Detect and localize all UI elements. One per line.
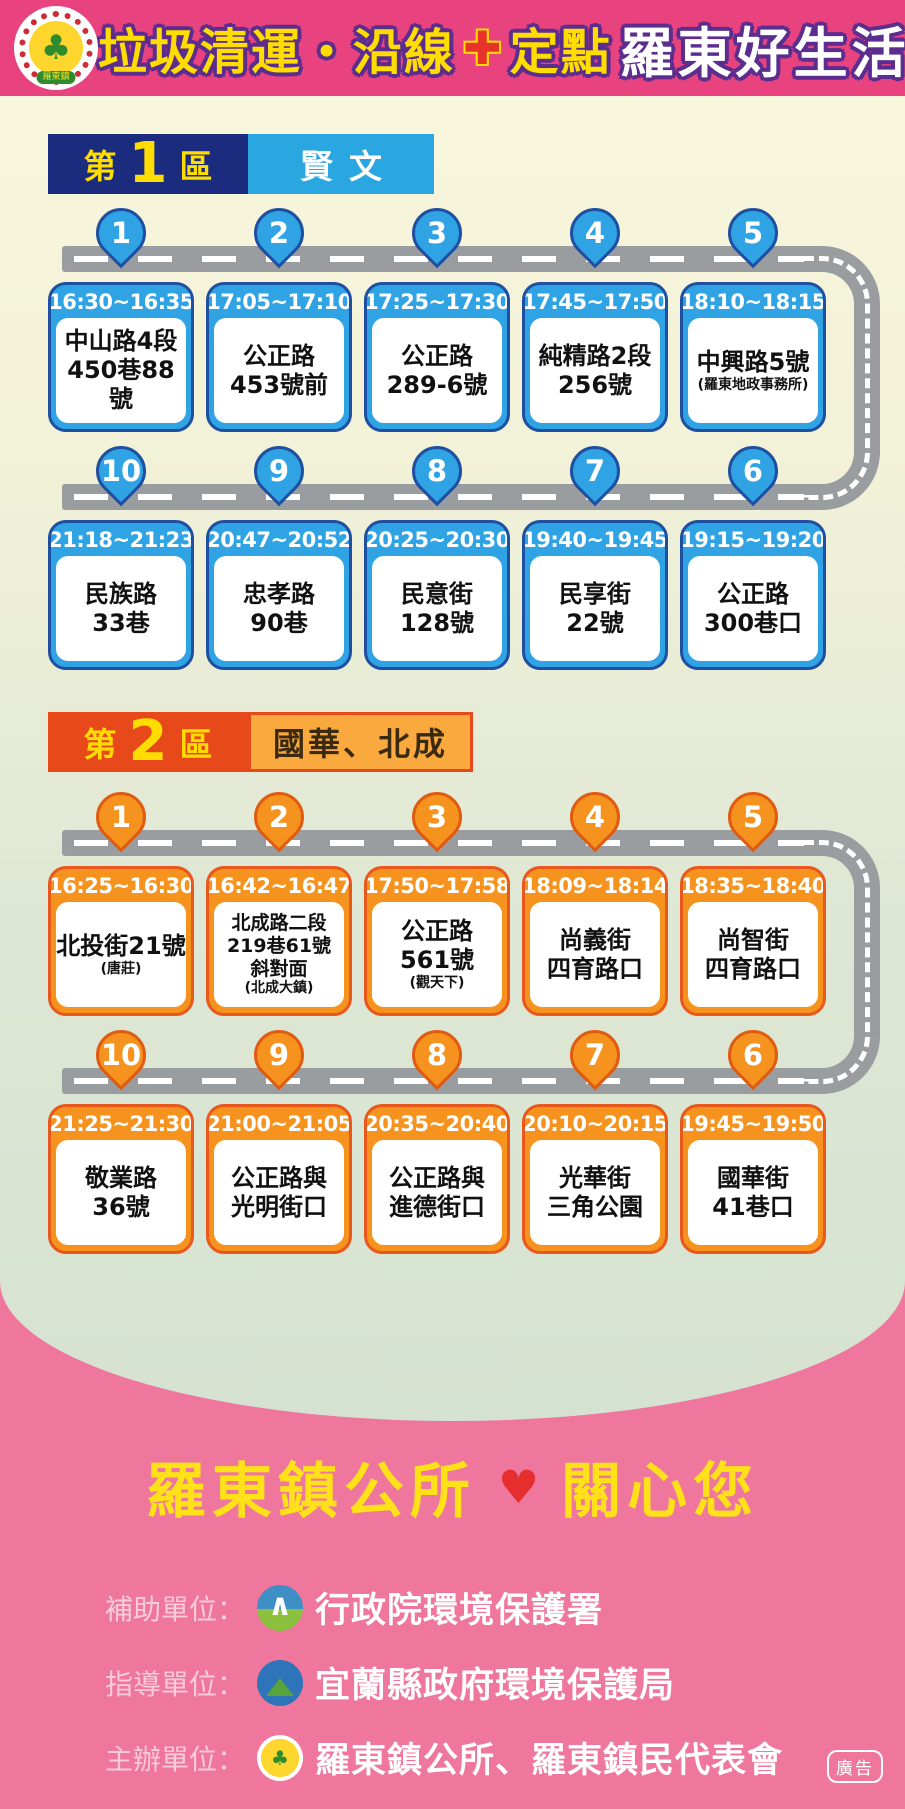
zone1-header: 第 1 區 賢文	[48, 134, 434, 194]
map-pin: 9	[206, 435, 352, 518]
logo-banner-text: 羅東鎮	[36, 71, 76, 84]
stop-card: 21:00~21:05 公正路與光明街口	[206, 1104, 352, 1254]
slogan-left: 羅東鎮公所	[145, 1457, 476, 1527]
title-left: 垃圾清運・沿線	[98, 23, 456, 81]
heart-icon: ♥	[497, 1459, 540, 1514]
map-pin: 3	[364, 781, 510, 864]
org-label: 指導單位：	[105, 1667, 246, 1701]
map-pin: 5	[680, 781, 826, 864]
org-row-organizer: ♣ 主辦單位： 羅東鎮公所、羅東鎮民代表會	[105, 1732, 905, 1783]
map-pin: 4	[522, 781, 668, 864]
tree-icon: ♣	[40, 28, 72, 68]
map-pin: 1	[48, 781, 194, 864]
slogan-right: 關心您	[561, 1457, 760, 1527]
luodong-township-logo: ♣ 羅東鎮	[14, 6, 98, 90]
org-row-advisor: 指導單位： 宜蘭縣政府環境保護局	[105, 1657, 905, 1708]
plus-icon: ✚	[463, 21, 502, 75]
zone1-return-pins: 10 9 8 7 6	[48, 435, 826, 518]
yilan-county-logo-icon	[257, 1659, 304, 1706]
title-right: 羅東好生活	[619, 21, 905, 85]
zone1-area-name: 賢文	[248, 134, 434, 194]
map-pin: 10	[48, 435, 194, 518]
org-label: 主辦單位：	[105, 1742, 246, 1776]
organization-list: 補助單位： ∧ 行政院環境保護署 指導單位： 宜蘭縣政府環境保護局 ♣ 主辦單位…	[105, 1582, 905, 1783]
map-pin: 9	[206, 1019, 352, 1102]
zone2-area-name: 國華、北成	[248, 712, 474, 772]
map-pin: 6	[680, 1019, 826, 1102]
zone2-header: 第 2 區 國華、北成	[48, 712, 474, 772]
map-pin: 10	[48, 1019, 194, 1102]
footer-slogan: 羅東鎮公所 ♥ 關心您	[0, 1443, 905, 1530]
stop-card: 20:10~20:15 光華街三角公園	[522, 1104, 668, 1254]
map-pin: 1	[48, 197, 194, 280]
map-pin: 7	[522, 435, 668, 518]
zone2-number-box: 第 2 區	[48, 712, 248, 772]
map-pin: 7	[522, 1019, 668, 1102]
luodong-logo-icon: ♣	[257, 1734, 304, 1781]
stop-card: 18:10~18:15 中興路5號(羅東地政事務所)	[680, 282, 826, 432]
zone-number: 1	[128, 131, 168, 196]
map-pin: 5	[680, 197, 826, 280]
map-pin: 8	[364, 1019, 510, 1102]
org-row-sponsor: 補助單位： ∧ 行政院環境保護署	[105, 1582, 905, 1633]
zone-prefix: 第	[83, 725, 117, 764]
header-banner: ♣ 羅東鎮 垃圾清運・沿線 ✚ 定點 羅東好生活	[0, 0, 905, 96]
zone-number: 2	[128, 709, 168, 774]
stop-card: 18:35~18:40 尚智街四育路口	[680, 866, 826, 1016]
org-name: 行政院環境保護署	[315, 1591, 604, 1631]
map-pin: 6	[680, 435, 826, 518]
zone-prefix: 第	[83, 147, 117, 186]
stop-card: 20:35~20:40 公正路與進德街口	[364, 1104, 510, 1254]
stop-card: 16:25~16:30 北投街21號(唐莊)	[48, 866, 194, 1016]
ad-label-badge: 廣告	[827, 1750, 883, 1783]
zone2-outbound-cards: 16:25~16:30 北投街21號(唐莊) 16:42~16:47 北成路二段…	[48, 866, 826, 1016]
map-pin: 8	[364, 435, 510, 518]
org-name: 羅東鎮公所、羅東鎮民代表會	[315, 1741, 784, 1781]
footer: 羅東鎮公所 ♥ 關心您 補助單位： ∧ 行政院環境保護署 指導單位： 宜蘭縣政府…	[0, 1443, 905, 1783]
map-pin: 3	[364, 197, 510, 280]
map-pin: 2	[206, 781, 352, 864]
zone2-outbound-pins: 1 2 3 4 5	[48, 781, 826, 864]
poster-title: 垃圾清運・沿線 ✚ 定點 羅東好生活	[98, 9, 905, 88]
zone1-number-box: 第 1 區	[48, 134, 248, 194]
map-pin: 4	[522, 197, 668, 280]
zone-suffix: 區	[179, 147, 213, 186]
title-mid: 定點	[509, 23, 612, 81]
zone2-return-pins: 10 9 8 7 6	[48, 1019, 826, 1102]
org-label: 補助單位：	[105, 1592, 246, 1626]
zone2-route-map: 1 2 3 4 5 16:25~16:30 北投街21號(唐莊) 16:42~1…	[48, 781, 880, 1256]
org-name: 宜蘭縣政府環境保護局	[315, 1666, 676, 1706]
zone1-outbound-pins: 1 2 3 4 5	[48, 197, 826, 280]
sun-core-icon: ♣	[29, 21, 83, 75]
zone-suffix: 區	[179, 725, 213, 764]
stop-card: 18:09~18:14 尚義街四育路口	[522, 866, 668, 1016]
epa-logo-icon: ∧	[257, 1584, 304, 1631]
map-pin: 2	[206, 197, 352, 280]
